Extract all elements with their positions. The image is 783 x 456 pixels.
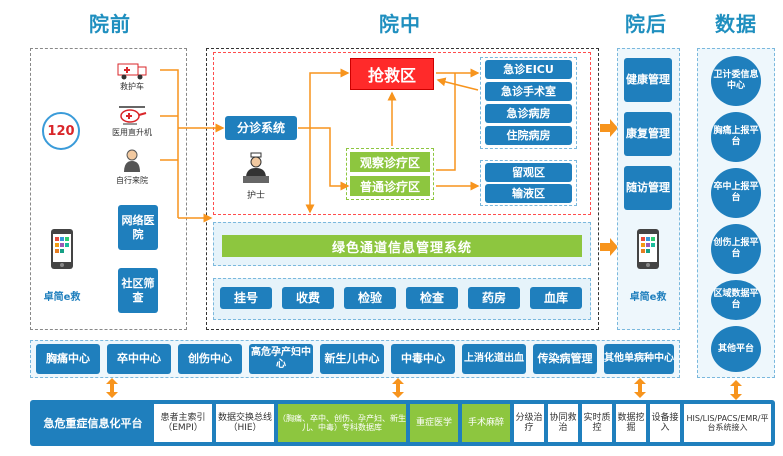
platform-cell-2: （胸痛、卒中、创伤、孕产妇、新生儿、中毒）专科数据库 bbox=[278, 404, 406, 442]
ambulance-icon bbox=[117, 60, 147, 80]
center-item-5: 中毒中心 bbox=[391, 344, 455, 374]
network-hospital-box: 网络医院 bbox=[118, 205, 158, 250]
pre-hospital-box bbox=[30, 48, 187, 330]
walkin-label: 自行来院 bbox=[116, 176, 148, 185]
data-item-4: 区域数据平台 bbox=[711, 280, 761, 320]
header-mid: 院中 bbox=[379, 12, 421, 36]
nurse-label: 护士 bbox=[246, 191, 265, 201]
infusion-area-box: 输液区 bbox=[485, 184, 572, 203]
observation-group-box bbox=[480, 160, 577, 206]
ward-item-2: 急诊病房 bbox=[485, 104, 572, 123]
header-post: 院后 bbox=[625, 12, 667, 36]
data-item-2: 卒中上报平台 bbox=[711, 168, 761, 218]
platform-cell-8: 数据挖掘 bbox=[616, 404, 646, 442]
phone-icon-post bbox=[636, 228, 660, 270]
stay-area-box: 留观区 bbox=[485, 163, 572, 182]
post-item-2: 随访管理 bbox=[624, 166, 672, 210]
general-area-box: 普通诊疗区 bbox=[350, 176, 430, 196]
platform-cell-0: 患者主索引（EMPI） bbox=[154, 404, 212, 442]
data-item-0: 卫计委信息中心 bbox=[711, 56, 761, 106]
platform-cell-1: 数据交换总线（HIE） bbox=[216, 404, 274, 442]
app-label-pre: 卓简e救 bbox=[43, 292, 81, 303]
ward-item-1: 急诊手术室 bbox=[485, 82, 572, 101]
center-item-7: 传染病管理 bbox=[533, 344, 597, 374]
post-item-0: 健康管理 bbox=[624, 58, 672, 102]
triage-system-box: 分诊系统 bbox=[225, 116, 297, 140]
platform-cell-10: HIS/LIS/PACS/EMR/平台系统接入 bbox=[684, 404, 771, 442]
service-item-3: 检查 bbox=[406, 287, 458, 309]
nurse-icon bbox=[243, 152, 269, 184]
helicopter-label: 医用直升机 bbox=[112, 128, 152, 137]
platform-cell-3: 重症医学 bbox=[410, 404, 458, 442]
person-icon bbox=[122, 148, 142, 172]
app-label-post: 卓简e救 bbox=[629, 292, 667, 303]
ward-group-box bbox=[480, 57, 577, 149]
platform-title: 急危重症信息化平台 bbox=[43, 417, 143, 430]
ward-item-3: 住院病房 bbox=[485, 126, 572, 145]
data-item-5: 其他平台 bbox=[711, 326, 761, 372]
helicopter-icon bbox=[117, 104, 147, 126]
platform-cell-5: 分级治疗 bbox=[514, 404, 544, 442]
center-item-4: 新生儿中心 bbox=[320, 344, 384, 374]
header-pre: 院前 bbox=[89, 12, 131, 36]
center-item-1: 卒中中心 bbox=[107, 344, 171, 374]
in-hospital-box bbox=[206, 48, 599, 330]
ward-item-0: 急诊EICU bbox=[485, 60, 572, 79]
ambulance-label: 救护车 bbox=[120, 82, 144, 91]
data-item-1: 胸痛上报平台 bbox=[711, 112, 761, 162]
center-item-2: 创伤中心 bbox=[178, 344, 242, 374]
service-item-4: 药房 bbox=[468, 287, 520, 309]
data-item-3: 创伤上报平台 bbox=[711, 224, 761, 274]
header-data: 数据 bbox=[715, 12, 757, 36]
green-channel-system: 绿色通道信息管理系统 bbox=[222, 235, 582, 257]
platform-cell-7: 实时质控 bbox=[582, 404, 612, 442]
platform-cell-9: 设备接入 bbox=[650, 404, 680, 442]
community-check-box: 社区筛查 bbox=[118, 268, 158, 313]
services-box bbox=[213, 278, 591, 320]
service-item-5: 血库 bbox=[530, 287, 582, 309]
platform-cell-6: 协同救治 bbox=[548, 404, 578, 442]
service-item-1: 收费 bbox=[282, 287, 334, 309]
phone-icon bbox=[50, 228, 74, 270]
rescue-zone-box bbox=[213, 52, 591, 215]
observation-area-box: 观察诊疗区 bbox=[350, 152, 430, 172]
center-item-6: 上消化道出血 bbox=[462, 344, 526, 374]
center-item-3: 高危孕产妇中心 bbox=[249, 344, 313, 374]
rescue-area-box: 抢救区 bbox=[350, 58, 434, 90]
service-item-0: 挂号 bbox=[220, 287, 272, 309]
center-item-0: 胸痛中心 bbox=[36, 344, 100, 374]
platform-cell-4: 手术麻醉 bbox=[462, 404, 510, 442]
post-item-1: 康复管理 bbox=[624, 112, 672, 156]
center-item-8: 其他单病种中心 bbox=[604, 344, 674, 374]
diagnosis-group-box bbox=[346, 148, 434, 200]
service-item-2: 检验 bbox=[344, 287, 396, 309]
emergency-120-badge: 120 bbox=[42, 112, 80, 150]
